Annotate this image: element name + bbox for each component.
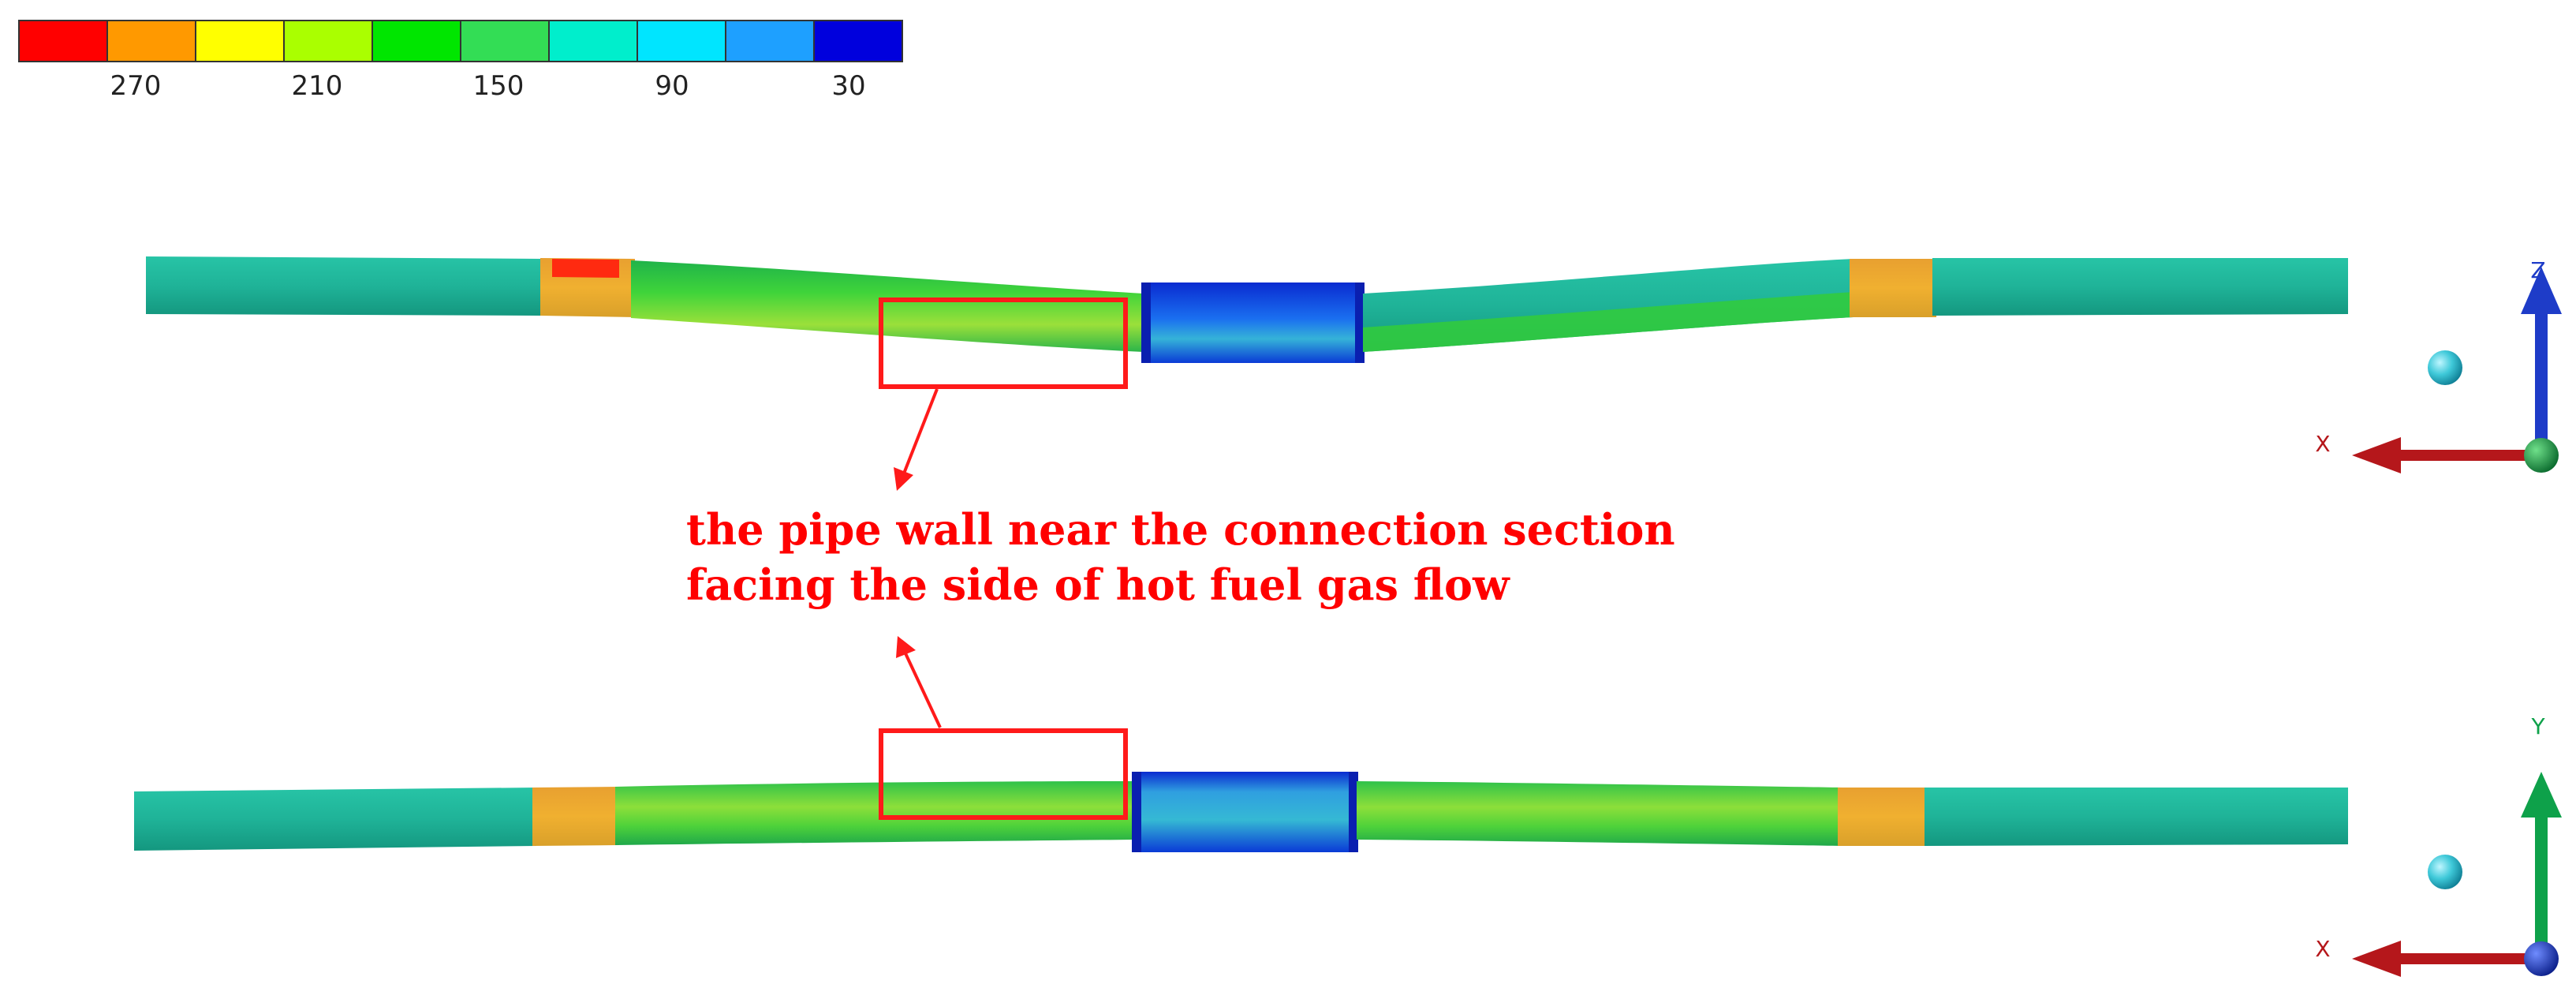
axis-triad-xy: Y X (2315, 713, 2562, 977)
pointer-arrow-top (902, 388, 939, 474)
pipe-left-joint (532, 787, 619, 846)
pipe-left-joint-hotspot (552, 259, 619, 278)
pipe-right-straight (1925, 788, 2348, 846)
pipe-right-joint (1850, 259, 1936, 317)
colorbar-cell (106, 20, 196, 62)
pipe-sleeve-edge-left (1132, 772, 1141, 852)
annotation-line-2: facing the side of hot fuel gas flow (686, 559, 1510, 610)
pipe-left-straight (134, 788, 536, 851)
colorbar-cell (18, 20, 108, 62)
colorbar-cell (637, 20, 726, 62)
pointer-arrowhead-bottom (896, 636, 916, 658)
pipe-sleeve-edge-left (1141, 282, 1151, 363)
z-axis-label: Z (2530, 257, 2545, 283)
pipe-right-bent-segment-warm (1363, 292, 1854, 352)
colorbar-cell (725, 20, 815, 62)
triad-center-ball-icon (2428, 350, 2462, 385)
pipe-sleeve (1132, 772, 1358, 852)
x-axis-label: X (2315, 431, 2330, 457)
y-axis-arrowhead (2521, 772, 2562, 818)
colorbar: 270 210 150 90 30 (18, 20, 903, 102)
colorbar-tick-labels: 270 210 150 90 30 (110, 70, 866, 102)
colorbar-cell (813, 20, 903, 62)
triad-origin-ball-icon (2524, 438, 2559, 473)
pipe-right-joint (1838, 788, 1928, 846)
triad-center-ball-icon (2428, 855, 2462, 889)
colorbar-cell (371, 20, 461, 62)
colorbar-tick-label: 270 (110, 70, 162, 102)
y-axis-label: Y (2530, 713, 2545, 739)
colorbar-tick-label: 150 (473, 70, 525, 102)
pipe-sleeve (1141, 282, 1365, 363)
pipe-view-xz (146, 256, 2348, 363)
triad-origin-ball-icon (2524, 941, 2559, 976)
colorbar-cell (548, 20, 638, 62)
colorbar-cell (195, 20, 285, 62)
annotation: the pipe wall near the connection sectio… (686, 297, 1675, 820)
colorbar-tick-label: 210 (292, 70, 343, 102)
axis-triad-xz: Z X (2315, 257, 2562, 473)
pipe-left-bent-segment (615, 781, 1134, 845)
pipe-sleeve-edge-right (1349, 772, 1358, 852)
colorbar-tick-label: 30 (831, 70, 865, 102)
x-axis-arrowhead (2352, 437, 2401, 473)
colorbar-cell (460, 20, 550, 62)
pipe-right-straight (1932, 258, 2348, 316)
pipe-right-bent-segment (1357, 781, 1842, 846)
annotation-line-1: the pipe wall near the connection sectio… (686, 504, 1675, 555)
pipe-sleeve-edge-right (1355, 282, 1365, 363)
pipe-left-bent-segment (631, 260, 1144, 352)
colorbar-cells (18, 20, 903, 62)
x-axis-arrowhead (2352, 941, 2401, 977)
pointer-arrow-bottom (904, 653, 942, 728)
pointer-arrowhead-top (894, 467, 913, 491)
pipe-view-xy (134, 772, 2348, 852)
highlight-box-bottom (879, 728, 1128, 820)
pipe-left-straight (146, 256, 544, 316)
x-axis-label: X (2315, 936, 2330, 962)
highlight-box-top (879, 297, 1128, 389)
z-axis-arrowhead (2521, 267, 2562, 314)
colorbar-cell (283, 20, 373, 62)
colorbar-tick-label: 90 (655, 70, 689, 102)
